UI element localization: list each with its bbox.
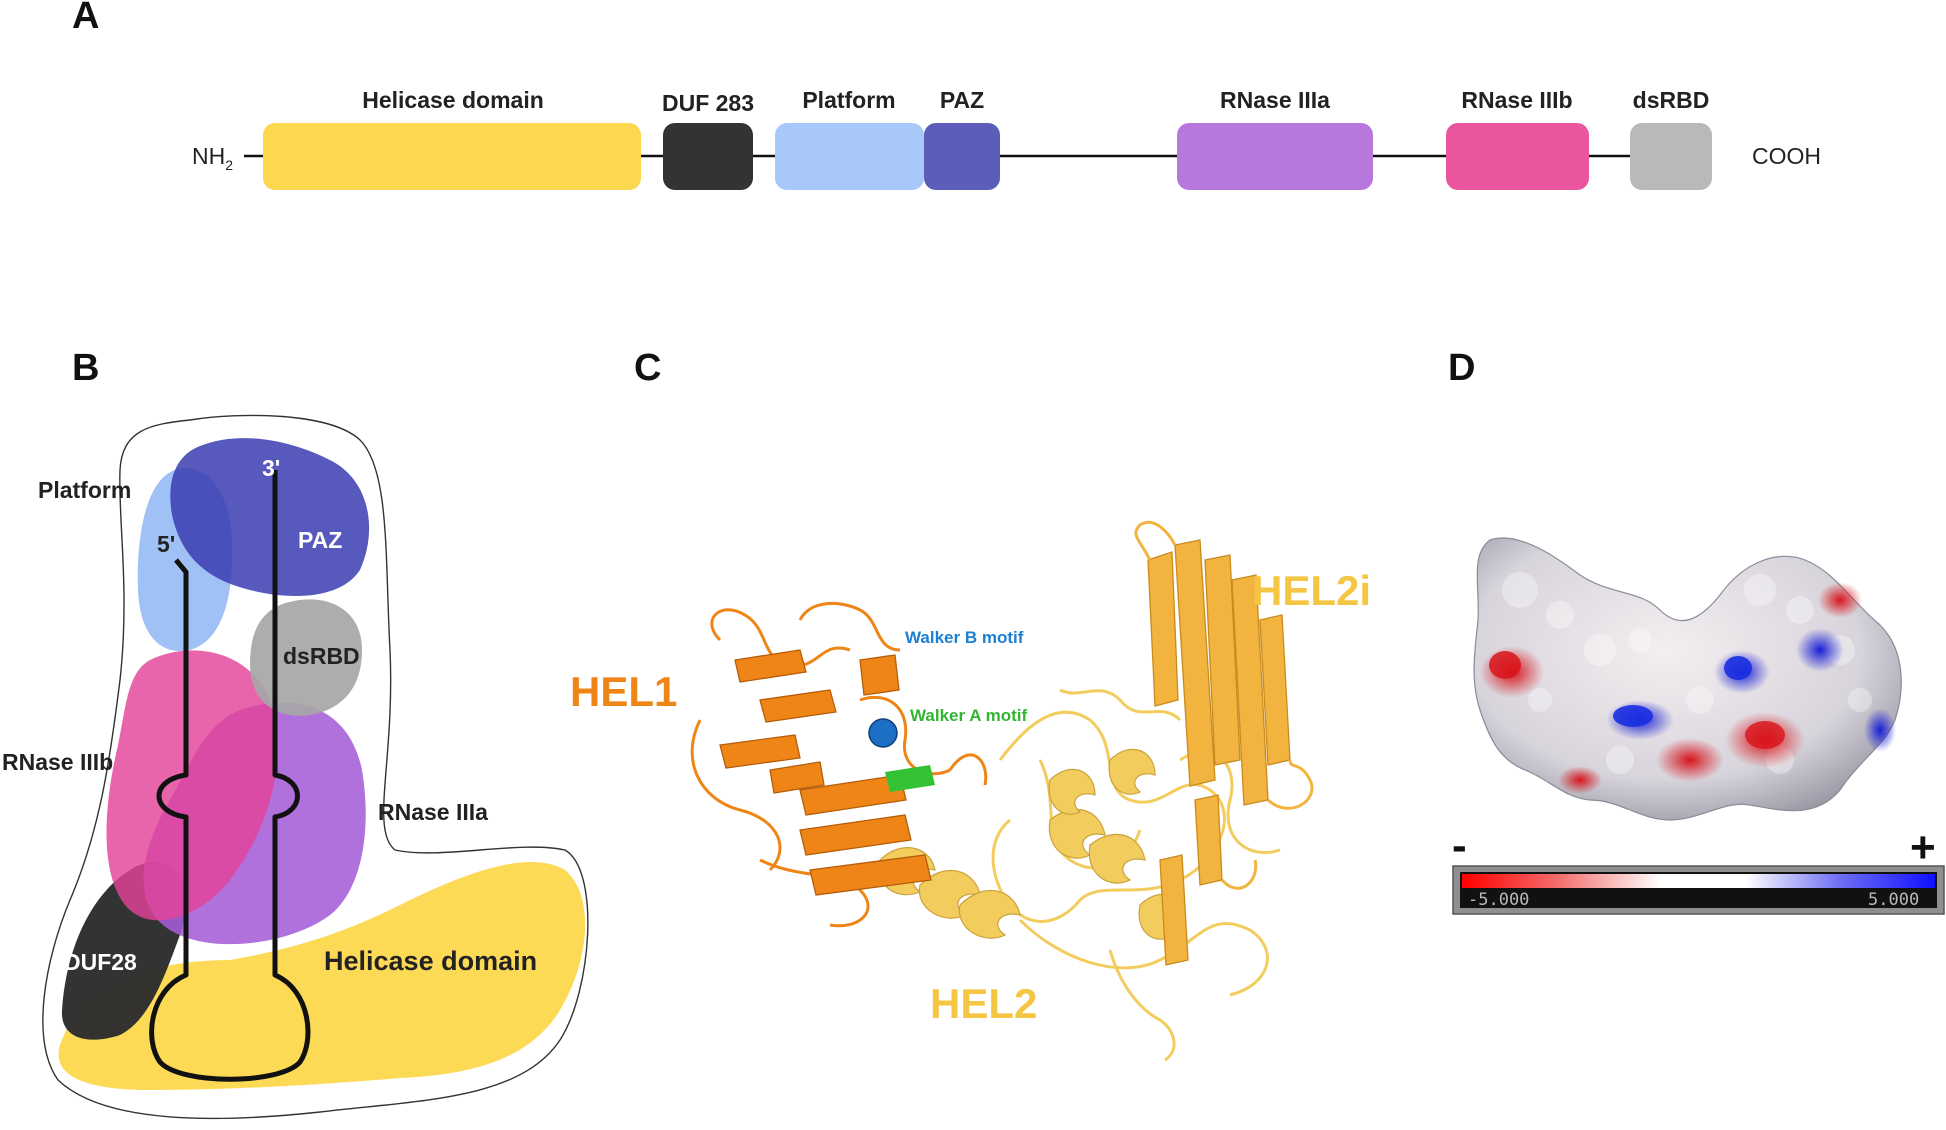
hel2i-label: HEL2i	[1252, 567, 1371, 614]
five-prime-label: 5'	[157, 531, 175, 557]
rnase-iiib-label: RNase IIIb	[2, 749, 113, 775]
rna-strand	[149, 470, 311, 1082]
hel2i-loops	[1134, 521, 1314, 890]
scale-min-label: -5.000	[1468, 890, 1529, 910]
negative-patch	[1656, 738, 1724, 782]
domain-box-helicase	[263, 123, 641, 190]
helicase-domain-shape	[58, 862, 586, 1090]
enzyme-outline	[42, 414, 589, 1120]
domain-box-platform	[775, 123, 924, 190]
walker-b-sphere	[868, 718, 898, 748]
scale-minus-sign: -	[1452, 821, 1467, 870]
walker-b-label: Walker B motif	[905, 628, 1024, 647]
hel2-label: HEL2	[930, 980, 1037, 1027]
positive-patch	[1724, 656, 1752, 680]
paz-label: PAZ	[298, 527, 342, 553]
domain-architecture: NH2 COOH Helicase domain DUF 283 Platfor…	[192, 87, 1821, 190]
negative-patch	[1558, 766, 1602, 794]
rnase-iiia-label: RNase IIIa	[378, 799, 488, 825]
walker-a-label: Walker A motif	[910, 706, 1027, 725]
domain-label-paz: PAZ	[940, 87, 984, 113]
positive-patch	[1796, 628, 1844, 672]
negative-patch	[1489, 651, 1521, 679]
domain-box-rnase-iiib	[1446, 123, 1589, 190]
panel-letter-b: B	[72, 347, 99, 389]
duf-label: DUF28	[64, 949, 137, 975]
panel-letter-c: C	[634, 347, 661, 389]
scale-max-label: 5.000	[1868, 890, 1919, 910]
domain-box-dsrbd	[1630, 123, 1712, 190]
negative-patch	[1745, 721, 1785, 749]
scale-gradient	[1462, 874, 1935, 888]
domain-label-dsrbd: dsRBD	[1633, 87, 1710, 113]
positive-patch	[1613, 705, 1653, 727]
paz-shape	[170, 438, 370, 596]
panel-letter-d: D	[1448, 347, 1475, 389]
dsrbd-shape	[250, 599, 362, 716]
hel1-helices	[719, 649, 932, 896]
domain-label-rnase-iiib: RNase IIIb	[1461, 87, 1572, 113]
electrostatic-surface: - + -5.000 5.000	[1452, 537, 1945, 915]
domain-label-duf283: DUF 283	[662, 90, 754, 116]
rnase-iiib-shape	[106, 650, 278, 921]
hel1-label: HEL1	[570, 668, 677, 715]
c-terminus-label: COOH	[1752, 143, 1821, 169]
walker-a-helix	[885, 765, 935, 792]
three-prime-label: 3'	[262, 455, 280, 481]
n-terminus-label: NH2	[192, 143, 233, 173]
domain-label-rnase-iiia: RNase IIIa	[1220, 87, 1330, 113]
domain-label-helicase: Helicase domain	[362, 87, 544, 113]
scale-plus-sign: +	[1910, 823, 1936, 872]
domain-box-duf283	[663, 123, 753, 190]
helicase-label: Helicase domain	[324, 946, 537, 976]
domain-box-paz	[924, 123, 1000, 190]
panel-letter-a: A	[72, 0, 99, 37]
positive-patch	[1864, 708, 1896, 752]
platform-label: Platform	[38, 477, 131, 503]
domain-box-rnase-iiia	[1177, 123, 1373, 190]
hel2i-helices	[1147, 539, 1291, 966]
dsrbd-label: dsRBD	[283, 643, 360, 669]
domain-label-platform: Platform	[802, 87, 895, 113]
dicer-schematic: 3' 5' Platform PAZ dsRBD RNase IIIb RNas…	[2, 414, 589, 1120]
helicase-ribbon-structure: HEL1 HEL2 HEL2i Walker B motif Walker A …	[570, 521, 1371, 1062]
negative-patch	[1818, 582, 1862, 618]
